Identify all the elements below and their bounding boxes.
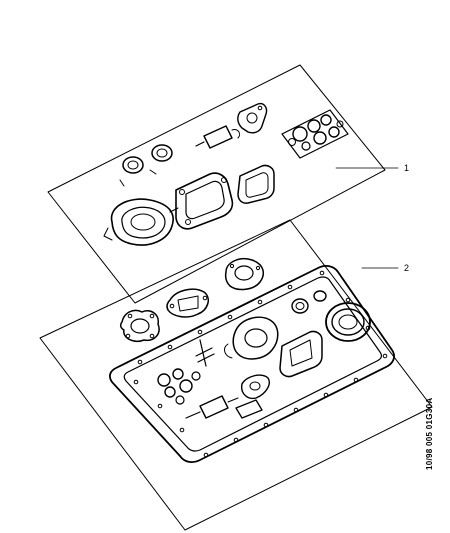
sump-gasket-bolt-holes: [133, 270, 388, 458]
rocker-gasket-strips: [235, 374, 270, 419]
crankshaft-oil-seal: [325, 302, 371, 342]
callout-2-label: 2: [404, 263, 409, 273]
seal-washer-cluster: [157, 339, 215, 405]
sump-gasket: [109, 265, 395, 463]
seal-ring-cluster: [281, 109, 349, 159]
cover-gasket-large: [103, 198, 179, 246]
water-pump-gasket: [237, 164, 275, 204]
oval-flange-gasket: [166, 288, 209, 318]
kit-2-backing-sheet: [39, 219, 433, 531]
dipstick-tube-seal: [185, 395, 239, 419]
timing-cover-gasket: [224, 316, 279, 360]
small-oring-pair: [291, 290, 327, 314]
gasket-kit-2: [39, 219, 433, 531]
kit-1-backing-sheet: [47, 64, 386, 304]
callout-2: 2: [361, 263, 409, 273]
thermostat-gasket: [237, 102, 268, 134]
valve-seal-rings: [119, 144, 173, 187]
side-cover-gasket: [279, 330, 323, 378]
callout-1-label: 1: [404, 163, 409, 173]
manifold-flange-gasket: [175, 172, 234, 230]
round-flange-gasket: [224, 258, 265, 291]
drawing-reference-code: 10/98 005 01G30A: [425, 398, 434, 470]
gasket-kit-1: [47, 64, 386, 304]
injector-seal-tube: [195, 125, 241, 149]
callout-1: 1: [335, 163, 409, 173]
four-bolt-flange-gasket: [119, 309, 160, 342]
